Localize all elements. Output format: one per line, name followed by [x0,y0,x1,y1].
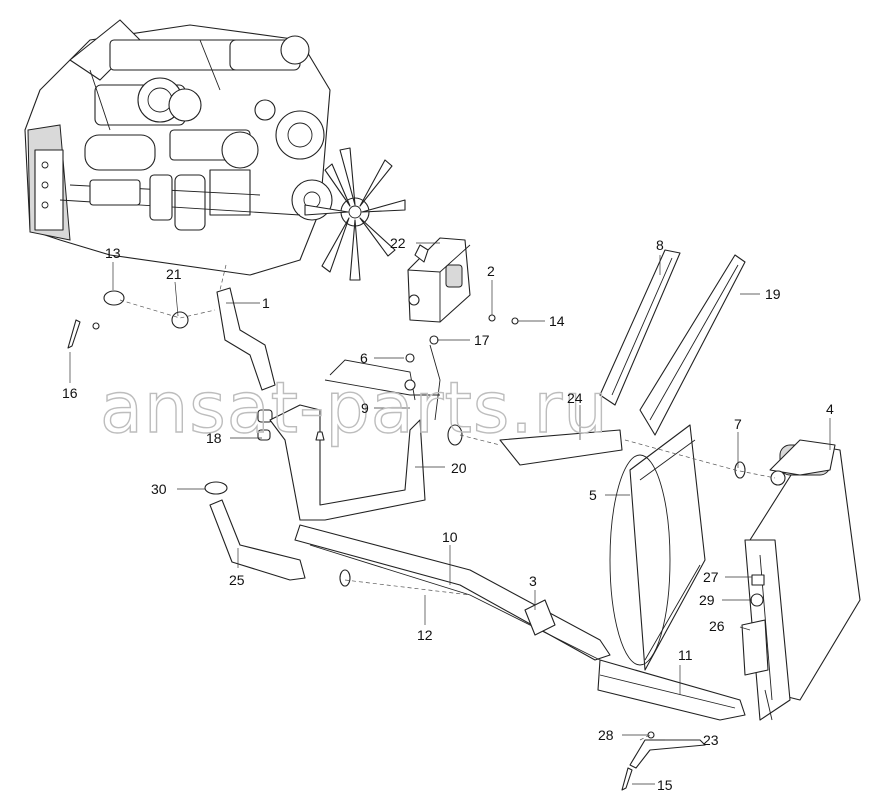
expansion-tank [407,237,471,323]
cooling-fan [304,147,406,281]
callout-30: 30 [151,481,167,497]
callout-29: 29 [699,592,715,608]
callout-20: 20 [451,460,467,476]
radiator [741,439,861,721]
assembly-lines [119,264,776,741]
callout-22: 22 [390,235,406,251]
watermark-text: ansat-parts.ru [100,367,609,449]
shroud-panels [599,249,746,436]
leader-lines [69,242,831,785]
callout-19: 19 [765,286,781,302]
callout-3: 3 [529,573,537,589]
callout-13: 13 [105,245,121,261]
callout-10: 10 [442,529,458,545]
callout-11: 11 [678,647,693,663]
callout-18: 18 [206,430,222,446]
callout-numbers: 1 2 3 4 5 6 7 8 9 10 11 12 13 14 15 16 1… [62,235,834,793]
callout-7: 7 [734,416,742,432]
callout-27: 27 [703,569,719,585]
callout-25: 25 [229,572,245,588]
callout-2: 2 [487,263,495,279]
callout-4: 4 [826,401,834,417]
engine-assembly [24,19,333,276]
callout-24: 24 [567,390,583,406]
callout-21: 21 [166,266,182,282]
callout-17: 17 [474,332,490,348]
callout-28: 28 [598,727,614,743]
callout-9: 9 [361,400,369,416]
callout-12: 12 [417,627,433,643]
fan-shroud [609,424,706,671]
callout-15: 15 [657,777,673,793]
callout-16: 16 [62,385,78,401]
callout-1: 1 [262,295,270,311]
callout-14: 14 [549,313,565,329]
hoses-and-pipes [67,287,746,791]
callout-5: 5 [589,487,597,503]
callout-8: 8 [656,237,664,253]
callout-6: 6 [360,350,368,366]
callout-23: 23 [703,732,719,748]
callout-26: 26 [709,618,725,634]
